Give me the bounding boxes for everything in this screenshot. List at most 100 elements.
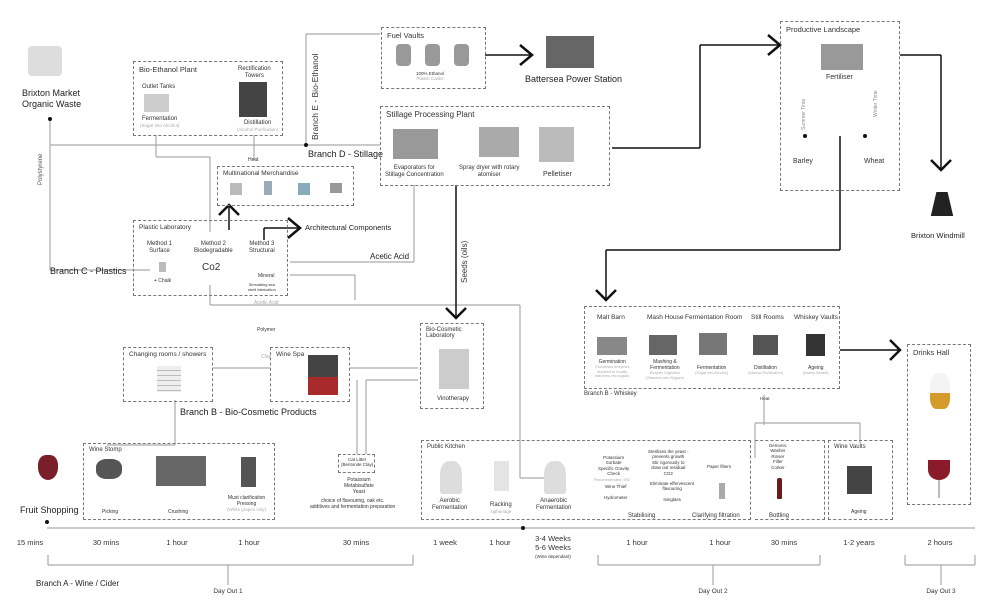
- battersea-label: Battersea Power Station: [525, 74, 623, 84]
- fermentation-room-title: Fermentation Room: [685, 314, 743, 321]
- evaporator-label: Evaporators for Stillage Concentration: [385, 165, 444, 179]
- drinks-hall-title: Drinks Hall: [913, 348, 950, 357]
- method3-note: Simulating sea shell fabrication: [248, 282, 276, 292]
- picking-image: [96, 459, 122, 479]
- rectification-tower-image: [239, 82, 267, 117]
- fermentation-room-label: Fermentation(Sugar into Alcohol): [695, 365, 729, 375]
- bottle-image: [777, 478, 782, 499]
- method2-label: Method 2 Biodegradable: [194, 241, 233, 255]
- barley-label: Barley: [793, 158, 813, 165]
- merchandise-box: Multinational Merchandise: [217, 166, 354, 206]
- branch-d-label: Branch D - Stillage: [308, 149, 384, 159]
- branch-c-label: Branch C - Plastics: [50, 266, 127, 276]
- public-kitchen-box: Public Kitchen Aerobic Fermentation Rack…: [421, 440, 751, 520]
- method3-list: Mineral Acetic Acid Polymer Clay: [254, 272, 279, 360]
- ageing-whiskey-label: Ageing(Barley Stored): [803, 365, 829, 375]
- wheat-label: Wheat: [864, 158, 885, 165]
- anaerobic-label: Anaerobic Fermentation: [536, 498, 572, 512]
- branch-a-label: Branch A - Wine / Cider: [36, 579, 120, 588]
- stabilising-label: Stabilising: [628, 513, 656, 519]
- wine-glass-stem: [938, 480, 940, 498]
- stabilising-right: Sterilises the yeast - prevents growth S…: [648, 449, 689, 476]
- bio-ethanol-plant-box: Bio-Ethanol Plant Outlet Tanks Fermentat…: [133, 61, 283, 136]
- stabilising-right2: Eliminate effervescent flavouring Isingl…: [650, 481, 695, 503]
- paper-filters-label: Paper filters: [707, 464, 732, 469]
- wine-stomp-title: Wine Stomp: [89, 447, 122, 453]
- stabilising-recommended: Recommended .992: [594, 477, 631, 482]
- picking-label: Picking: [102, 509, 119, 515]
- plastic-lab-title: Plastic Laboratory: [139, 224, 192, 231]
- cat-litter-box: Cat Litter (Bentonite Clay): [338, 454, 375, 473]
- winter-label: Winter Time: [873, 90, 879, 117]
- polystyrene-label: Polystyrene: [38, 153, 44, 185]
- duration-label: 1 hour: [166, 538, 188, 547]
- still-rooms-title: Still Rooms: [751, 314, 784, 321]
- heat-label-top: Heat: [248, 157, 259, 163]
- crushing-label: Crushing: [168, 509, 189, 515]
- drinks-hall-box: Drinks Hall: [907, 344, 971, 505]
- towels-image: [157, 366, 181, 392]
- day-out-1-label: Day Out 1: [213, 588, 243, 595]
- wine-spa-box: Wine Spa: [270, 347, 350, 402]
- cask-icon: [396, 44, 411, 66]
- bio-ethanol-plant-title: Bio-Ethanol Plant: [139, 65, 197, 74]
- market-image: [28, 46, 62, 76]
- mash-house-image: [649, 335, 677, 355]
- duration-label: 1 hour: [709, 538, 731, 547]
- distillation-whiskey-label: Distillation(Alcohol Purification): [748, 365, 783, 375]
- spray-dryer-label: Spray dryer with rotary atomiser: [459, 165, 520, 179]
- method1-label: Method 1 Surface: [147, 241, 173, 255]
- outlet-tanks-label: Outlet Tanks: [142, 84, 176, 90]
- vinotherapy-image: [439, 349, 469, 389]
- windmill-image: [930, 192, 954, 216]
- bottling-list: Demonic Washer Rinser Filler Corker: [769, 443, 787, 470]
- plastic-lab-box: Plastic Laboratory Method 1 Surface + Ch…: [133, 220, 288, 360]
- windmill-label: Brixton Windmill: [911, 231, 965, 240]
- fermentation-room-image: [699, 333, 727, 355]
- bio-cosmetic-lab-box: Bio-Cosmetic Laboratory Vinotherapy: [420, 323, 484, 409]
- whiskey-vaults-title: Whiskey Vaults: [794, 314, 838, 321]
- stabilising-list2: Wine Thief Hydrometer: [604, 484, 628, 500]
- distillation-label: Distillation(Alcohol Purification): [237, 120, 279, 133]
- fertiliser-image: [821, 44, 863, 70]
- cask-icon: [425, 44, 440, 66]
- duration-label: 1 hour: [238, 538, 260, 547]
- rectification-label: Rectification Towers: [238, 66, 271, 80]
- fertiliser-label: Fertiliser: [826, 74, 853, 81]
- duration-label: 1-2 years: [843, 538, 875, 547]
- bio-cosmetic-lab-title: Bio-Cosmetic Laboratory: [426, 327, 462, 339]
- duration-label: 1 hour: [626, 538, 648, 547]
- bottling-box: Demonic Washer Rinser Filler Corker Bott…: [755, 440, 825, 520]
- branch-e-label: Branch E - Bio-Ethanol: [310, 53, 320, 140]
- cup-icon: [159, 262, 166, 272]
- merch-item-image: [230, 183, 242, 195]
- malt-barn-image: [597, 337, 627, 355]
- merchandise-title: Multinational Merchandise: [223, 170, 299, 177]
- brixton-market-label: Brixton Market Organic Waste: [22, 88, 82, 109]
- changing-rooms-title: Changing rooms / showers: [129, 351, 207, 358]
- merch-item-image: [264, 181, 272, 195]
- wine-dependant-label: (Wine dependant): [535, 554, 571, 559]
- duration-label: 1 week: [433, 538, 457, 547]
- seeds-oils-label: Seeds (oils): [460, 240, 469, 283]
- stabilising-list: Potassium Sorbate Specific Gravity Check: [598, 455, 630, 477]
- fuel-vaults-title: Fuel Vaults: [387, 31, 424, 40]
- day-out-2-label: Day Out 2: [698, 588, 728, 595]
- battersea-image: [546, 36, 594, 68]
- duration-label: 1 hour: [489, 538, 511, 547]
- additives-list: Potassium Metabisulfate Yeast: [344, 477, 374, 495]
- spray-dryer-image: [479, 127, 519, 157]
- pelletiser-label: Pelletiser: [543, 171, 572, 178]
- duration-label: 30 mins: [342, 538, 370, 547]
- acetic-acid-label: Acetic Acid: [370, 252, 410, 261]
- day-out-3-label: Day Out 3: [926, 588, 956, 595]
- aerobic-jar-image: [440, 461, 462, 494]
- changing-rooms-box: Changing rooms / showers: [123, 347, 213, 402]
- aerobic-label: Aerobic Fermentation: [432, 498, 468, 512]
- still-rooms-image: [753, 335, 778, 355]
- racking-image: [494, 461, 509, 491]
